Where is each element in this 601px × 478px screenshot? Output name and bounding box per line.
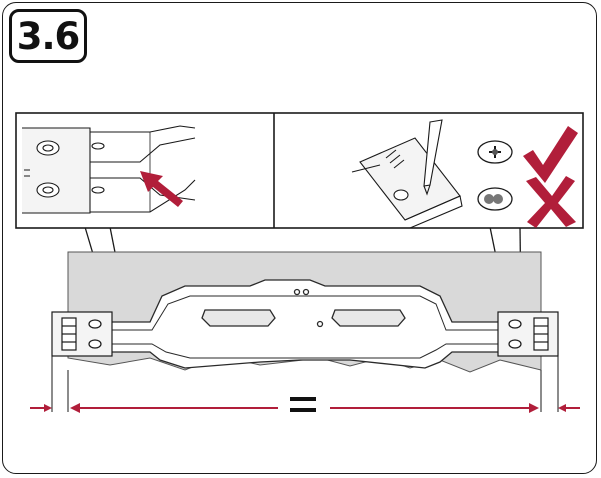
dimension-guides <box>51 356 559 412</box>
step-number-badge: 3.6 <box>9 9 87 63</box>
red-arrow-icon <box>140 171 183 207</box>
instruction-frame <box>2 2 597 474</box>
correct-mark <box>477 140 513 164</box>
incorrect-mark <box>477 187 513 211</box>
equals-icon <box>290 397 316 419</box>
right-end-clip <box>497 311 559 357</box>
left-end-clip <box>51 311 113 357</box>
dimension-arrows <box>30 403 580 413</box>
cross-icon <box>526 176 576 228</box>
clip-insertion-detail <box>22 125 196 214</box>
marking-detail <box>351 119 463 229</box>
check-icon <box>523 126 578 183</box>
detail-callout <box>15 112 584 229</box>
step-number: 3.6 <box>16 14 81 58</box>
